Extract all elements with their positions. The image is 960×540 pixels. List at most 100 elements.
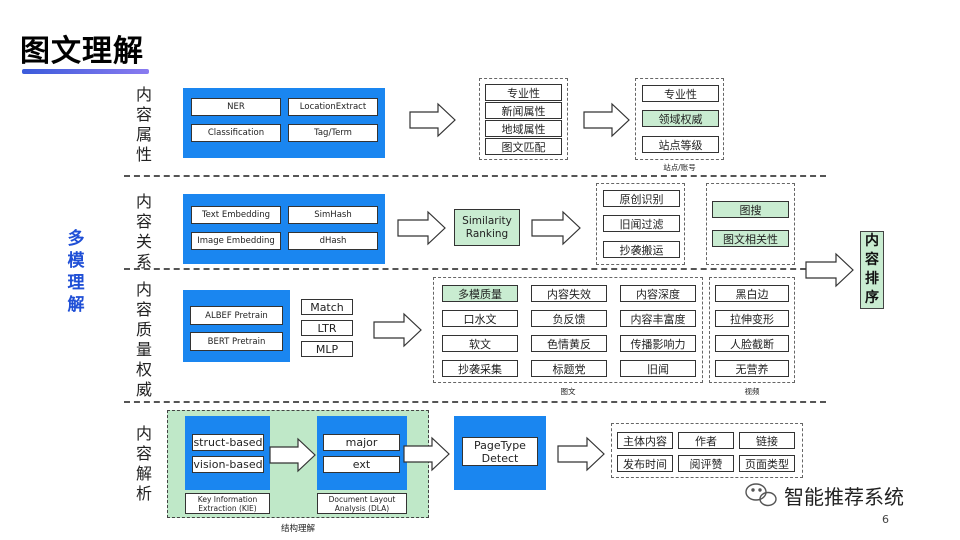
label-char: 性 [135, 145, 152, 164]
side-char: 多 [67, 229, 85, 249]
parse-output: 主体内容 [617, 432, 673, 449]
relation-tools-panel [183, 194, 385, 264]
arrow-right-icon [397, 210, 446, 246]
quality-item: 内容深度 [620, 285, 696, 302]
row-label-quality: 内 容 质 量 权 威 [134, 280, 154, 400]
label-char: 系 [135, 252, 152, 271]
pagetype-detect: PageType Detect [462, 437, 538, 466]
video-item: 无营养 [715, 360, 789, 377]
albef-pretrain: ALBEF Pretrain [190, 306, 283, 325]
label-char: 属 [135, 125, 152, 144]
ranking-char: 排 [865, 271, 879, 287]
quality-item-highlight: 多模质量 [442, 285, 518, 302]
quality-item: 标题党 [531, 360, 607, 377]
arrow-right-icon [403, 436, 450, 472]
side-char: 模 [67, 251, 85, 271]
attr-item: 图文匹配 [485, 138, 562, 155]
page-number: 6 [882, 513, 889, 526]
row-separator [124, 175, 826, 177]
label-char: 容 [135, 444, 152, 463]
arrow-right-icon [557, 436, 605, 472]
wechat-logo-icon [745, 483, 777, 507]
quality-item: 口水文 [442, 310, 518, 327]
similarity-ranking-box: Similarity Ranking [454, 209, 520, 246]
dla-ext: ext [323, 456, 400, 473]
video-item: 拉伸变形 [715, 310, 789, 327]
dla-caption: Document Layout Analysis (DLA) [317, 493, 407, 514]
label-char: 内 [135, 85, 152, 104]
quality-item: 传播影响力 [620, 335, 696, 352]
tool-image-embedding: Image Embedding [191, 232, 281, 250]
article-caption: 图文 [560, 387, 576, 396]
quality-item: 软文 [442, 335, 518, 352]
row-label-parse: 内 容 解 析 [134, 424, 154, 504]
parse-output: 页面类型 [739, 455, 795, 472]
arrow-right-icon [583, 102, 630, 138]
similarity-ranking-line: Ranking [465, 227, 509, 240]
kie-caption: Key Information Extraction (KIE) [185, 493, 270, 514]
attr-item: 地域属性 [485, 120, 562, 137]
tool-tag-term: Tag/Term [288, 124, 378, 142]
tool-location-extract: LocationExtract [288, 98, 378, 116]
kie-vision-based: vision-based [192, 456, 264, 473]
quality-item: 色情黄反 [531, 335, 607, 352]
site-account-caption: 站点/账号 [663, 163, 696, 172]
label-char: 内 [135, 192, 152, 211]
arrow-right-icon [269, 437, 316, 473]
tool-ner: NER [191, 98, 281, 116]
quality-item: 旧闻 [620, 360, 696, 377]
quality-item: 负反馈 [531, 310, 607, 327]
similarity-ranking-line: Similarity [462, 214, 512, 227]
row-separator [124, 401, 826, 403]
label-char: 质 [135, 320, 152, 339]
attr-item: 专业性 [642, 85, 719, 102]
relation-item-highlight: 图搜 [712, 201, 789, 218]
ranking-char: 内 [865, 233, 879, 249]
ranking-char: 容 [865, 252, 879, 268]
row-separator [124, 268, 826, 270]
label-char: 关 [135, 232, 152, 251]
page-title: 图文理解 [20, 34, 144, 69]
quality-item: 内容失效 [531, 285, 607, 302]
content-ranking-box: 内 容 排 序 [860, 231, 884, 309]
attr-item: 专业性 [485, 84, 562, 101]
label-char: 解 [135, 464, 152, 483]
footer-brand: 智能推荐系统 [784, 485, 904, 509]
label-char: 内 [135, 424, 152, 443]
label-char: 量 [135, 340, 152, 359]
parse-output: 链接 [739, 432, 795, 449]
label-char: 权 [135, 360, 152, 379]
title-underline [22, 69, 149, 74]
video-caption: 视频 [744, 387, 760, 396]
model-ltr: LTR [301, 320, 353, 336]
quality-item: 抄袭采集 [442, 360, 518, 377]
parse-output: 作者 [678, 432, 734, 449]
ranking-char: 序 [865, 290, 879, 306]
video-item: 人脸截断 [715, 335, 789, 352]
relation-item: 抄袭搬运 [603, 241, 680, 258]
arrow-right-icon [531, 210, 581, 246]
kie-panel [185, 416, 270, 490]
arrow-right-icon [373, 312, 422, 348]
tool-classification: Classification [191, 124, 281, 142]
side-label-multimodal: 多 模 理 解 [64, 228, 88, 316]
quality-item: 内容丰富度 [620, 310, 696, 327]
side-char: 理 [67, 273, 85, 293]
tool-dhash: dHash [288, 232, 378, 250]
video-item: 黑白边 [715, 285, 789, 302]
row-label-relation: 内 容 关 系 [134, 192, 154, 272]
model-match: Match [301, 299, 353, 315]
tool-text-embedding: Text Embedding [191, 206, 281, 224]
relation-item-highlight: 图文相关性 [712, 230, 789, 247]
label-char: 容 [135, 212, 152, 231]
attr-item: 站点等级 [642, 136, 719, 153]
label-char: 内 [135, 280, 152, 299]
bert-pretrain: BERT Pretrain [190, 332, 283, 351]
row-label-attr: 内 容 属 性 [134, 85, 154, 165]
relation-item: 原创识别 [603, 190, 680, 207]
dla-major: major [323, 434, 400, 451]
tool-simhash: SimHash [288, 206, 378, 224]
attr-item: 新闻属性 [485, 102, 562, 119]
label-char: 析 [135, 484, 152, 503]
